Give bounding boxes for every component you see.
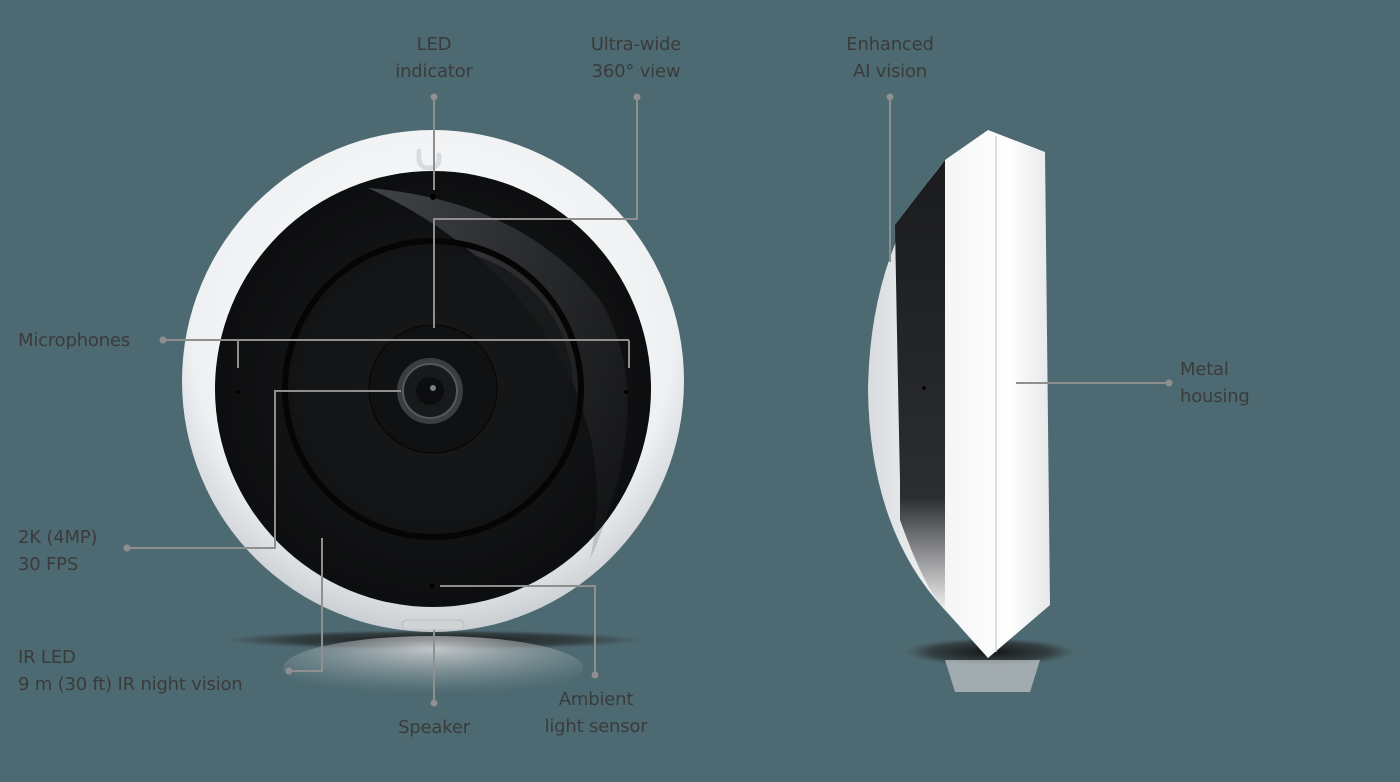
label-line: light sensor [544,716,648,737]
front-view-camera [182,130,684,700]
callout-metal-housing: Metal housing [1180,356,1250,410]
callout-resolution: 2K (4MP) 30 FPS [18,524,97,578]
callout-lines [127,97,1169,703]
label-line: Ultra-wide [590,34,682,55]
callout-line-ultrawide [433,97,638,328]
label-line: LED [416,34,452,55]
label-line: Enhanced [846,34,934,55]
brand-logo-icon [416,148,442,171]
callout-ir-led: IR LED 9 m (30 ft) IR night vision [18,644,243,698]
mic-hole-left [236,390,240,394]
callout-ambient-light-sensor: Ambient light sensor [545,686,648,740]
label-line: AI vision [853,61,927,82]
label-line: housing [1180,386,1250,407]
lens-highlight [430,385,436,391]
callout-microphones: Microphones [18,327,130,354]
label-line: Ambient [558,689,634,710]
side-reflection [945,660,1040,692]
callout-led-indicator: LED indicator [395,31,473,85]
glare [368,188,628,560]
callout-dots [123,93,1173,707]
label-line: 9 m (30 ft) IR night vision [18,674,243,695]
side-mic-hole [922,386,926,390]
label-line: 30 FPS [18,554,79,575]
label-line: indicator [395,61,473,82]
lens-pupil [416,377,444,405]
side-view-camera [868,130,1075,692]
label-line: 360° view [591,61,681,82]
ambient-sensor-dot [429,583,435,589]
callout-speaker: Speaker [398,714,470,741]
side-housing [945,130,1050,658]
label-line: Metal [1180,359,1229,380]
label-line: Microphones [18,330,130,351]
led-indicator-dot [430,194,436,200]
callout-line-resolution [127,390,401,549]
callout-enhanced-ai-vision: Enhanced AI vision [846,31,934,85]
side-lens-band [895,160,945,610]
callout-line-ir [289,538,323,672]
speaker-grille [401,619,465,631]
callout-line-ambient [440,585,596,675]
label-line: 2K (4MP) [18,527,98,548]
label-line: Speaker [398,717,470,738]
callout-ultra-wide-view: Ultra-wide 360° view [590,31,682,85]
label-line: IR LED [18,647,76,668]
mic-hole-right [624,390,628,394]
